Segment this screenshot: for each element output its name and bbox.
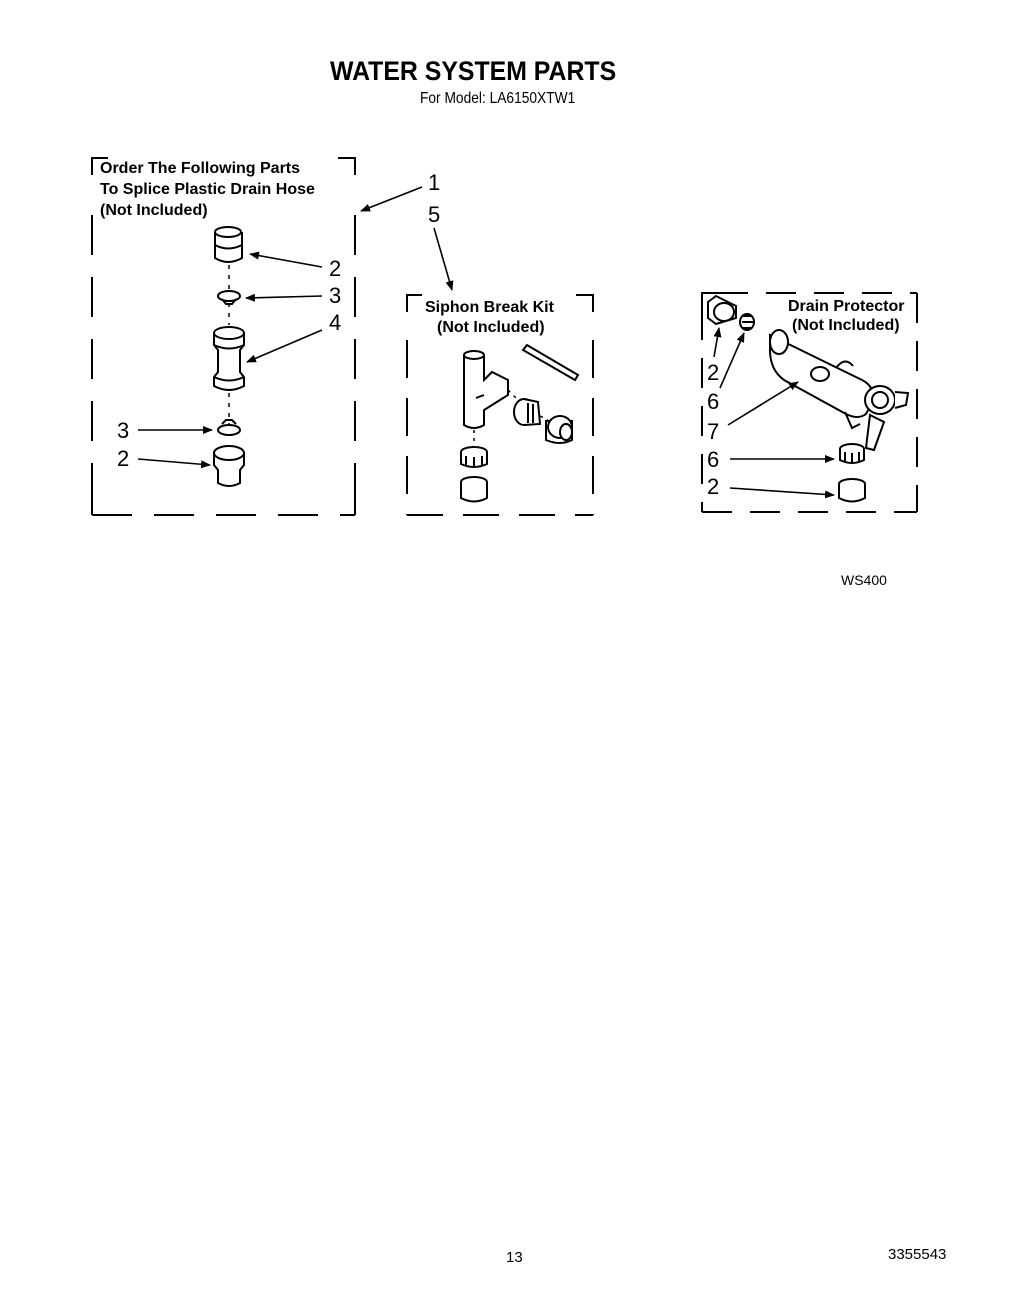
protector-nut-bottom [839,443,865,464]
callout-arrows [137,186,835,499]
siphon-box-caption-line2: (Not Included) [437,319,545,336]
arrow-b3-7 [727,381,799,426]
protector-nut-top [739,313,755,331]
callout-b3-2a: 2 [707,360,720,385]
protector-adapter-bottom [838,478,866,503]
siphon-tie-strap [521,343,580,382]
callout-b3-7: 7 [707,419,720,444]
drain-protector-caption-line2: (Not Included) [792,317,900,334]
arrow-b1-2a [249,251,323,268]
arrow-b1-2b [137,458,211,469]
splice-parts-box [91,157,356,516]
callout-b1-3b: 3 [117,418,130,443]
siphon-nut-side [513,398,542,426]
arrow-1 [360,186,423,212]
callout-b1-2a: 2 [329,256,342,281]
siphon-tee-part [463,350,509,429]
drain-protector-body [769,329,910,452]
arrow-b3-2b [729,487,835,499]
arrow-5 [433,227,454,291]
page-number: 13 [506,1249,523,1266]
siphon-adapter-side [545,415,573,444]
siphon-break-kit-box [406,294,594,516]
clamp-part-bottom [217,419,241,436]
callout-b3-6b: 6 [707,447,720,472]
arrow-b3-2a [713,327,722,358]
arrow-b1-3a [245,293,323,302]
connector-part [213,326,245,391]
document-number: 3355543 [888,1246,947,1263]
drain-protector-caption-line1: Drain Protector [788,298,905,315]
arrow-b1-4 [246,329,323,363]
callout-b3-2b: 2 [707,474,720,499]
callout-b1-2b: 2 [117,446,130,471]
splice-box-caption-line2: To Splice Plastic Drain Hose [100,181,315,198]
model-subtitle: For Model: LA6150XTW1 [420,90,576,107]
siphon-axis [473,389,549,446]
adapter-part-bottom [213,445,245,487]
siphon-box-caption-line1: Siphon Break Kit [425,299,554,316]
siphon-adapter-bottom [460,476,488,503]
callout-b3-6a: 6 [707,389,720,414]
splice-box-caption-line1: Order The Following Parts [100,160,301,177]
figure-code: WS400 [841,572,887,588]
siphon-nut-bottom [460,446,488,468]
callout-b1-4: 4 [329,310,342,335]
callout-5: 5 [428,202,441,227]
callout-b1-3a: 3 [329,283,342,308]
adapter-part-top [214,226,243,263]
protector-adapter-top [707,294,737,326]
clamp-part-top [217,290,241,305]
page-title: WATER SYSTEM PARTS [330,56,617,86]
drain-protector-box [701,292,918,513]
callout-1: 1 [428,170,441,195]
arrow-b3-6a [719,332,745,389]
splice-box-caption-line3: (Not Included) [100,202,208,219]
